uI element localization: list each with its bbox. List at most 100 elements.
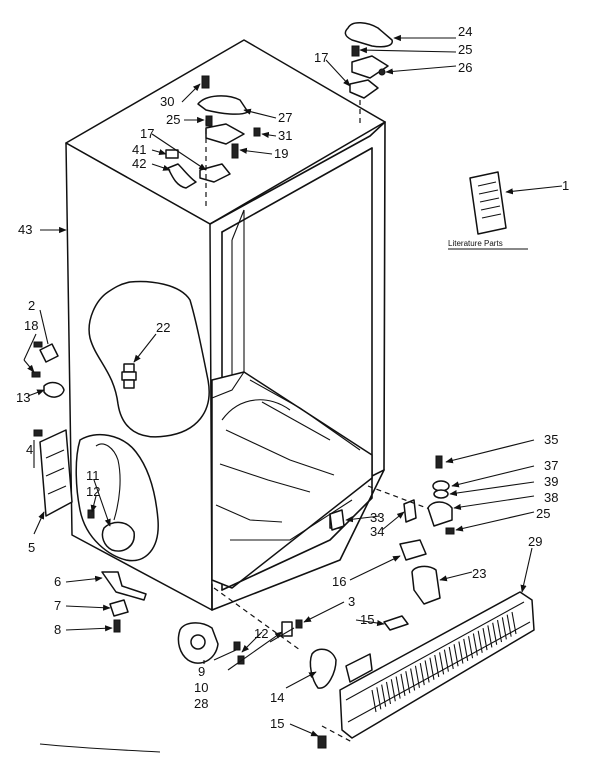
grille-bracket xyxy=(411,565,441,605)
label-39: 39 xyxy=(544,474,558,489)
grille-slot xyxy=(482,628,488,651)
part-labels: 1 2 3 4 5 6 7 8 9 10 11 12 12 13 14 15 1… xyxy=(16,24,569,731)
grille-slot xyxy=(453,644,459,667)
grille-slot xyxy=(429,657,435,680)
label-4: 4 xyxy=(26,442,33,457)
grille-slot xyxy=(487,625,493,648)
label-23: 23 xyxy=(472,566,486,581)
grille-slot xyxy=(468,636,474,659)
label-37: 37 xyxy=(544,458,558,473)
leader-lines xyxy=(23,34,563,753)
side-panel-cutaway xyxy=(88,280,210,438)
label-17a: 17 xyxy=(314,50,328,65)
label-33: 33 xyxy=(370,510,384,525)
roller-bracket xyxy=(43,381,65,398)
label-41: 41 xyxy=(132,142,146,157)
grille-slot xyxy=(472,633,478,656)
literature-caption: Literature Parts xyxy=(448,239,503,248)
label-18: 18 xyxy=(24,318,38,333)
grille-slot xyxy=(385,681,392,705)
grille-slot xyxy=(506,614,512,637)
refrigerator-cabinet xyxy=(65,39,386,611)
label-3: 3 xyxy=(348,594,355,609)
center-hinge xyxy=(205,123,245,145)
hinge-plate-lower xyxy=(199,163,231,183)
label-1: 1 xyxy=(562,178,569,193)
grille-slot xyxy=(390,679,396,702)
grille-slot xyxy=(410,668,416,691)
hinge-pin-screw xyxy=(435,455,443,469)
hinge-screw xyxy=(351,45,360,57)
label-25c: 25 xyxy=(536,506,550,521)
label-15b: 15 xyxy=(270,716,284,731)
grille-slot xyxy=(371,689,377,713)
grille-slot xyxy=(376,687,382,710)
grille-slot xyxy=(405,671,411,694)
label-7: 7 xyxy=(54,598,61,613)
label-24: 24 xyxy=(458,24,472,39)
grille-slot xyxy=(395,676,401,699)
literature-parts: Literature Parts xyxy=(448,171,528,250)
label-12a: 12 xyxy=(86,484,100,499)
label-30: 30 xyxy=(160,94,174,109)
lower-hinge-bracket xyxy=(427,501,453,527)
label-19: 19 xyxy=(274,146,288,161)
hinge-bracket xyxy=(349,79,379,99)
shim-plate xyxy=(329,509,345,531)
label-25a: 25 xyxy=(458,42,472,57)
clamp-screw xyxy=(113,619,121,633)
label-35: 35 xyxy=(544,432,558,447)
grille-screw-clip xyxy=(383,615,409,631)
grille-slot xyxy=(477,630,483,653)
label-43: 43 xyxy=(18,222,32,237)
top-screw xyxy=(201,75,210,89)
grille-slot xyxy=(400,673,406,696)
grille-slot xyxy=(381,684,387,707)
grille-slot xyxy=(414,665,420,688)
lower-panel-cutaway xyxy=(75,433,159,562)
shim-plate-2 xyxy=(403,499,417,523)
wire-harness xyxy=(167,163,197,189)
drain-tube-holder xyxy=(101,521,135,552)
compressor-bracket xyxy=(39,429,73,517)
label-42: 42 xyxy=(132,156,146,171)
label-25b: 25 xyxy=(166,112,180,127)
label-26: 26 xyxy=(458,60,472,75)
label-13: 13 xyxy=(16,390,30,405)
grille-slot xyxy=(448,646,454,670)
base-grille xyxy=(339,591,535,739)
label-6: 6 xyxy=(54,574,61,589)
grille-slot xyxy=(424,660,430,683)
label-27: 27 xyxy=(278,110,292,125)
top-hinge-cover xyxy=(344,22,393,48)
label-8: 8 xyxy=(54,622,61,637)
grille-slot xyxy=(419,663,425,686)
grille-slot xyxy=(511,611,517,635)
grille-slot xyxy=(458,641,464,664)
drain-plug xyxy=(121,363,137,389)
label-22: 22 xyxy=(156,320,170,335)
drain-tube xyxy=(101,571,147,601)
grille-slot xyxy=(496,619,503,643)
shim xyxy=(165,149,179,159)
label-14: 14 xyxy=(270,690,284,705)
leveler-bracket xyxy=(39,343,59,363)
bottom-hinge xyxy=(309,648,337,689)
label-38: 38 xyxy=(544,490,558,505)
label-28: 28 xyxy=(194,696,208,711)
label-2: 2 xyxy=(28,298,35,313)
label-5: 5 xyxy=(28,540,35,555)
label-15a: 15 xyxy=(360,612,374,627)
label-16: 16 xyxy=(332,574,346,589)
tube-clamp xyxy=(109,599,129,617)
grille-screw xyxy=(317,735,327,749)
label-34: 34 xyxy=(370,524,384,539)
label-12b: 12 xyxy=(254,626,268,641)
grille-slot xyxy=(501,617,507,640)
grille-slot xyxy=(463,638,469,661)
label-17b: 17 xyxy=(140,126,154,141)
label-31: 31 xyxy=(278,128,292,143)
cabinet-liner-floor xyxy=(211,371,373,589)
grille-slot xyxy=(443,649,449,672)
